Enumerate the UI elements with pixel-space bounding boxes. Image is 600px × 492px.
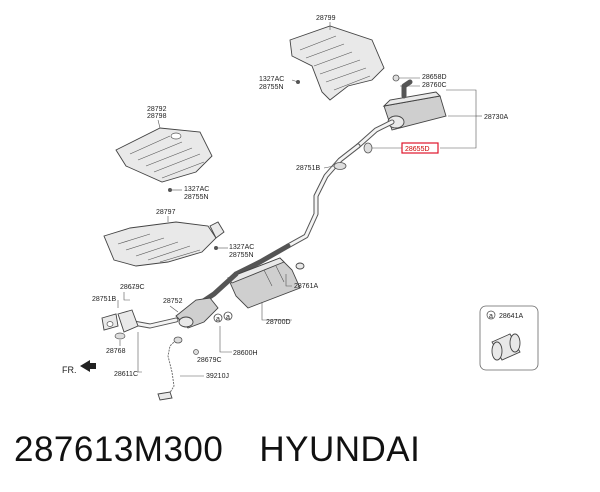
- label-fr: FR.: [62, 365, 77, 375]
- label-28797: 28797: [156, 209, 176, 216]
- caption: 287613M300 HYUNDAI: [14, 430, 420, 470]
- inset-28641a: a: [479, 305, 539, 371]
- label-1327ac-low: 1327AC: [229, 244, 254, 251]
- label-28679c-bot: 28679C: [197, 357, 222, 364]
- label-28679c-top: 28679C: [120, 284, 145, 291]
- highlight-28655d: [401, 142, 439, 154]
- label-28799: 28799: [316, 15, 336, 22]
- heat-shield-rear: [289, 25, 385, 101]
- label-28755n-mid: 28755N: [184, 194, 209, 201]
- label-28658d: 28658D: [422, 74, 447, 81]
- heat-shield-middle: [115, 127, 213, 183]
- circle-a-1: a: [226, 314, 230, 321]
- center-pipe: [233, 143, 361, 277]
- exhaust-system-diagram: 28799 1327AC 28755N 28658D 28760C 28730A…: [62, 15, 539, 401]
- circle-a-2: a: [216, 316, 220, 323]
- label-1327ac-top: 1327AC: [259, 76, 284, 83]
- label-28611c: 28611C: [114, 371, 138, 378]
- label-39210j: 39210J: [206, 373, 229, 380]
- label-28761a: 28761A: [294, 283, 318, 290]
- front-direction-arrow: [80, 360, 96, 372]
- label-28730a: 28730A: [484, 114, 508, 121]
- label-28760c: 28760C: [422, 82, 447, 89]
- brand-name: HYUNDAI: [259, 430, 421, 469]
- label-28641a: 28641A: [499, 313, 523, 320]
- label-28751b-right: 28751B: [296, 165, 320, 172]
- oxygen-sensor: [157, 336, 183, 401]
- front-pipe-catalyst: [101, 271, 239, 333]
- label-28792: 28792: [147, 106, 167, 113]
- heat-shield-front: [103, 221, 225, 267]
- label-28755n-low: 28755N: [229, 252, 254, 259]
- svg-text:a: a: [489, 313, 493, 320]
- label-28655d: 28655D: [405, 146, 430, 153]
- label-28798: 28798: [147, 113, 167, 120]
- label-1327ac-mid: 1327AC: [184, 186, 209, 193]
- center-muffler: [227, 257, 305, 309]
- label-28751b-left: 28751B: [92, 296, 116, 303]
- label-28755n-top: 28755N: [259, 84, 284, 91]
- label-28768: 28768: [106, 348, 126, 355]
- part-number: 287613M300: [14, 430, 224, 469]
- label-28600h: 28600H: [233, 350, 258, 357]
- rear-muffler: [355, 79, 447, 149]
- label-28752: 28752: [163, 298, 183, 305]
- label-28700d: 28700D: [266, 319, 291, 326]
